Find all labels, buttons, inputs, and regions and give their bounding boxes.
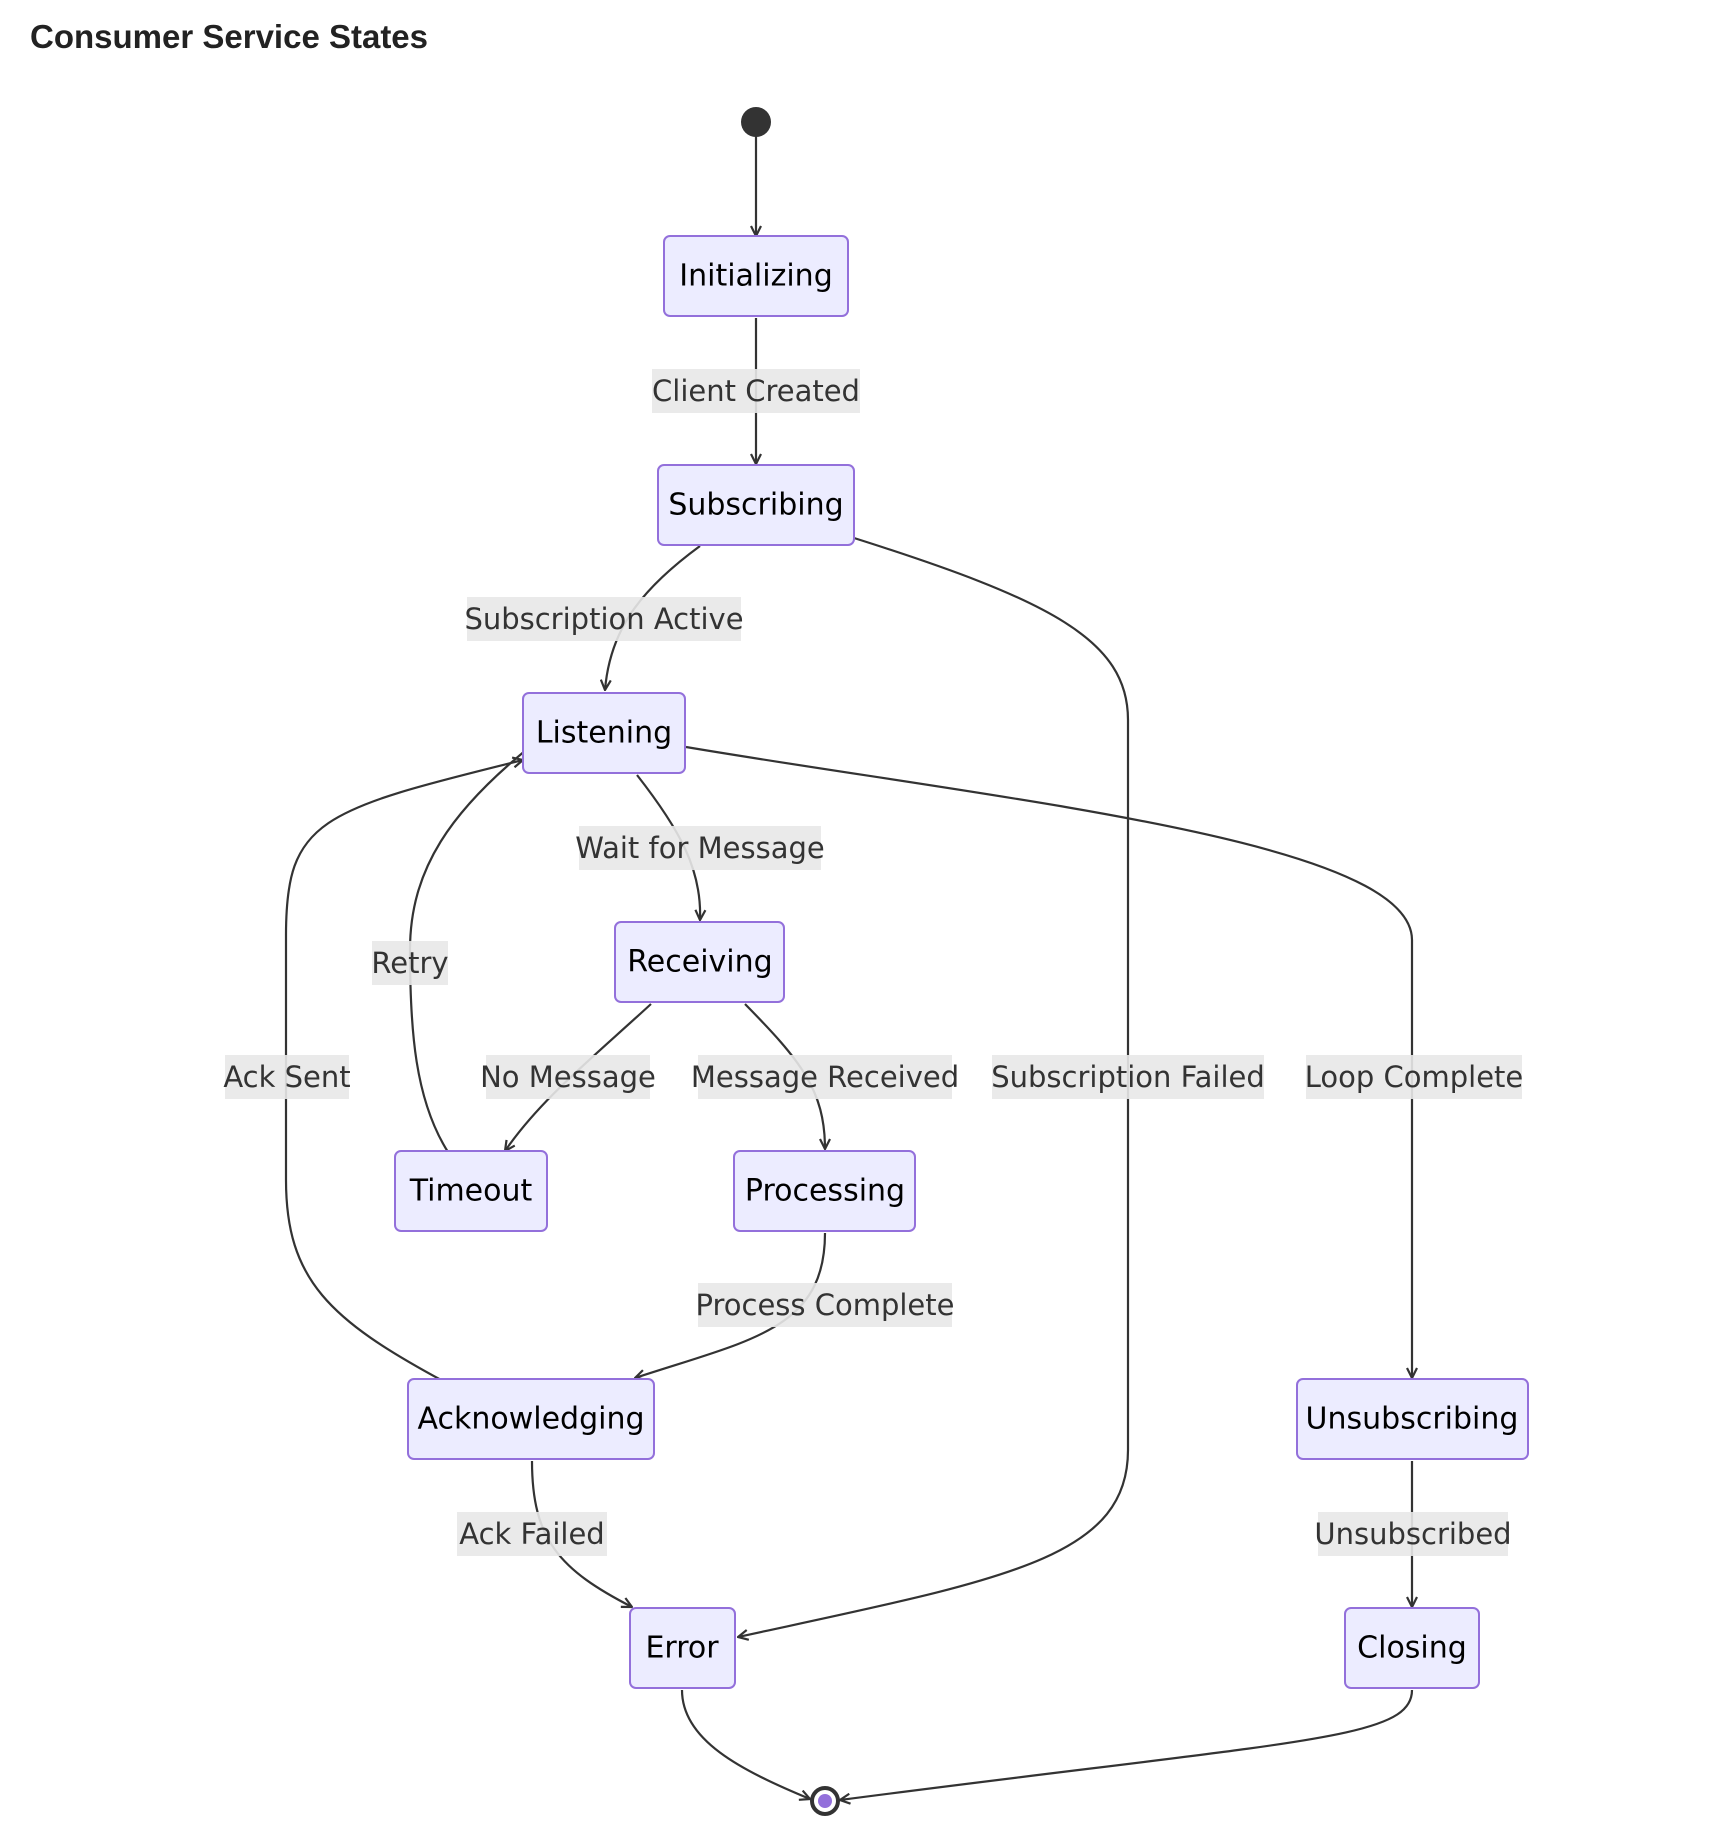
edge-labels: Client Created Subscription Active Wait … — [223, 369, 1523, 1556]
state-timeout[interactable]: Timeout — [394, 1150, 548, 1232]
svg-text:Unsubscribing: Unsubscribing — [1306, 1402, 1519, 1437]
svg-text:Subscribing: Subscribing — [668, 488, 843, 523]
edges — [284, 134, 1414, 1800]
label-unsubscribed: Unsubscribed — [1314, 1512, 1512, 1556]
state-listening[interactable]: Listening — [522, 692, 686, 774]
edge-subscription-failed — [738, 536, 1130, 1637]
label-subscription-active: Subscription Active — [464, 597, 744, 641]
svg-text:Listening: Listening — [536, 716, 672, 751]
svg-text:Receiving: Receiving — [627, 945, 772, 980]
svg-text:Ack Sent: Ack Sent — [223, 1060, 350, 1094]
state-subscribing[interactable]: Subscribing — [657, 464, 855, 546]
label-message-received: Message Received — [691, 1055, 959, 1099]
svg-text:No Message: No Message — [480, 1060, 656, 1094]
state-closing[interactable]: Closing — [1344, 1607, 1480, 1689]
svg-text:Loop Complete: Loop Complete — [1305, 1060, 1524, 1094]
svg-text:Error: Error — [645, 1631, 719, 1666]
state-unsubscribing[interactable]: Unsubscribing — [1296, 1378, 1529, 1460]
svg-text:Initializing: Initializing — [679, 259, 833, 294]
label-wait-for-message: Wait for Message — [575, 826, 825, 870]
svg-text:Acknowledging: Acknowledging — [417, 1402, 644, 1437]
state-processing[interactable]: Processing — [733, 1150, 916, 1232]
label-client-created: Client Created — [652, 369, 860, 413]
state-acknowledging[interactable]: Acknowledging — [407, 1378, 655, 1460]
state-receiving[interactable]: Receiving — [614, 921, 785, 1003]
state-error[interactable]: Error — [629, 1607, 736, 1689]
svg-text:Subscription Active: Subscription Active — [464, 602, 743, 636]
end-state-marker — [810, 1786, 840, 1816]
label-retry: Retry — [371, 941, 449, 985]
svg-text:Message Received: Message Received — [691, 1060, 959, 1094]
label-process-complete: Process Complete — [696, 1283, 955, 1327]
state-initializing[interactable]: Initializing — [663, 235, 849, 317]
label-no-message: No Message — [480, 1055, 656, 1099]
label-loop-complete: Loop Complete — [1305, 1055, 1524, 1099]
start-state-dot — [741, 107, 771, 137]
diagram-title: Consumer Service States — [30, 18, 429, 55]
svg-text:Unsubscribed: Unsubscribed — [1314, 1517, 1511, 1551]
edge-process-complete — [635, 1232, 827, 1378]
label-subscription-failed: Subscription Failed — [991, 1055, 1265, 1099]
edge-closing-end — [840, 1689, 1414, 1800]
edge-error-end — [680, 1689, 810, 1799]
svg-text:Timeout: Timeout — [409, 1174, 533, 1209]
svg-text:Wait for Message: Wait for Message — [575, 831, 824, 865]
svg-text:Subscription Failed: Subscription Failed — [991, 1060, 1265, 1094]
svg-text:Retry: Retry — [371, 946, 448, 980]
svg-text:Client Created: Client Created — [652, 374, 860, 408]
edge-loop-complete — [685, 745, 1412, 1378]
svg-text:Processing: Processing — [745, 1174, 905, 1209]
edge-ack-sent — [284, 760, 523, 1382]
label-ack-failed: Ack Failed — [457, 1512, 607, 1556]
svg-text:Ack Failed: Ack Failed — [459, 1517, 604, 1551]
svg-text:Closing: Closing — [1357, 1631, 1467, 1666]
svg-text:Process Complete: Process Complete — [696, 1288, 955, 1322]
label-ack-sent: Ack Sent — [223, 1055, 351, 1099]
